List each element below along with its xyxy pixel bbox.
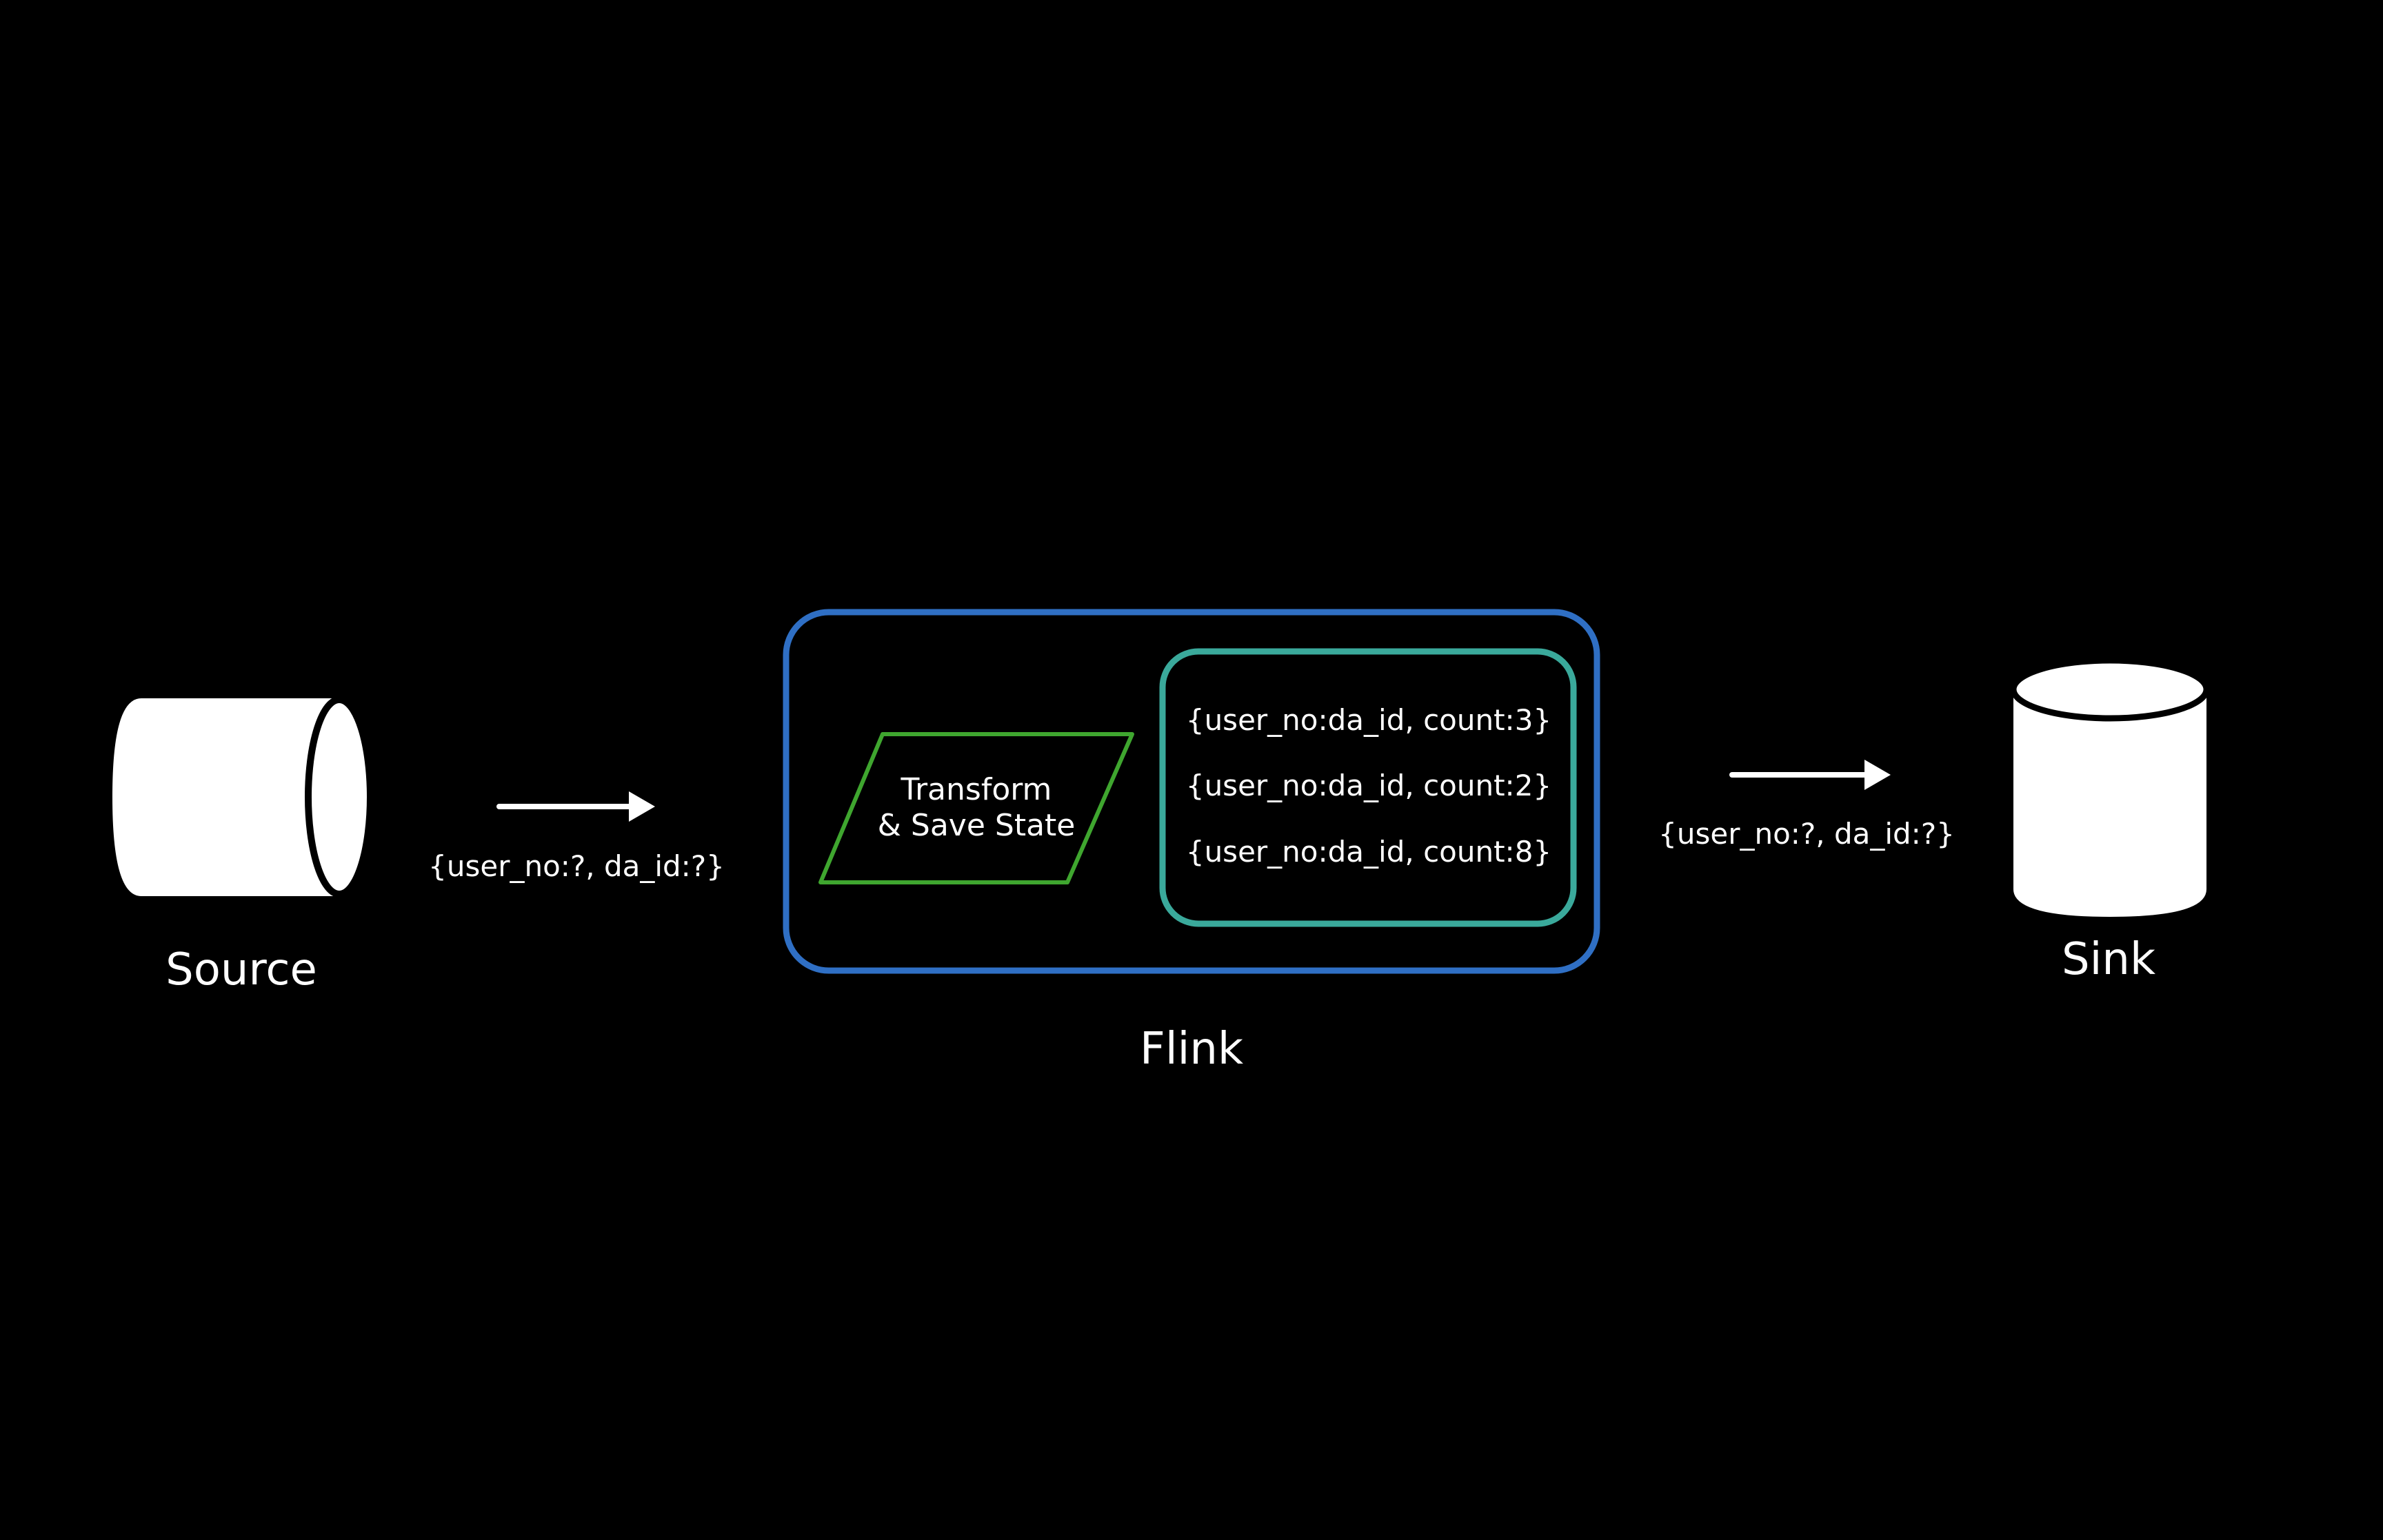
transform-label-line1: Transform — [901, 772, 1052, 807]
state-item: {user_no:da_id, count:3} — [1185, 703, 1552, 737]
state-item: {user_no:da_id, count:2} — [1185, 769, 1552, 802]
state-item: {user_no:da_id, count:8} — [1185, 835, 1552, 869]
transform-label: Transform & Save State — [878, 772, 1076, 844]
flink-container — [783, 609, 1600, 974]
state-store-box — [1159, 648, 1577, 927]
transform-label-line2: & Save State — [877, 808, 1076, 843]
sink-message-label: {user_no:?, da_id:?} — [1658, 817, 1955, 851]
arrow-flink-to-sink — [1729, 760, 1891, 790]
arrow-source-to-flink — [496, 791, 655, 822]
transform-parallelogram — [818, 732, 1134, 884]
flink-label: Flink — [1140, 1024, 1243, 1075]
source-label: Source — [165, 944, 317, 995]
sink-database-icon — [2010, 657, 2210, 917]
source-cylinder-icon — [112, 696, 374, 898]
sink-label: Sink — [2061, 934, 2156, 985]
source-message-label: {user_no:?, da_id:?} — [428, 849, 725, 883]
